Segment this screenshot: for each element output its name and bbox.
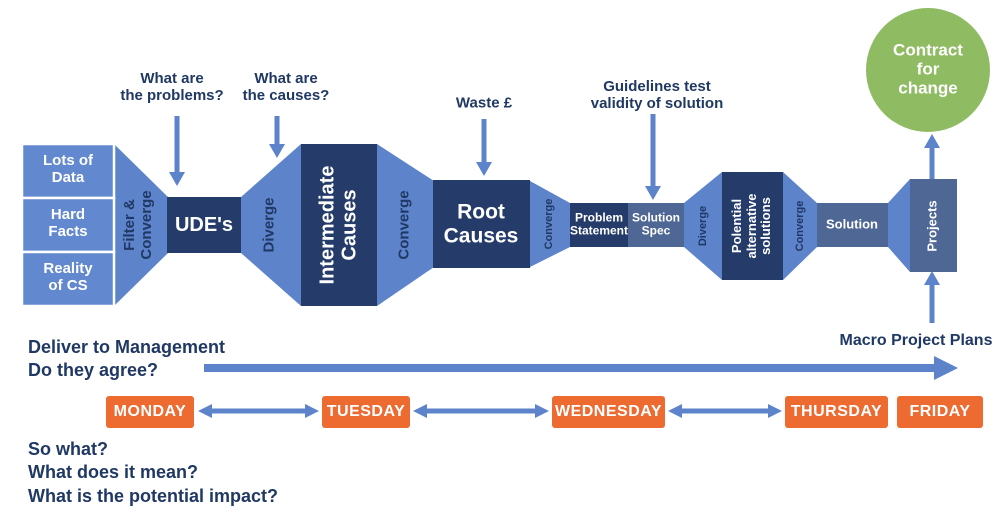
converge2-label: Converge <box>542 198 555 250</box>
note-deliver-to-management: Deliver to Management Do they agree? <box>28 337 226 381</box>
diverge1-label: Diverge <box>260 197 278 253</box>
input-label-reality-of-cs: Reality of CS <box>43 260 93 294</box>
day-box-tuesday: TUESDAY <box>322 396 410 428</box>
diverge-funnel-3 <box>888 179 910 272</box>
arrow-wednesday-thursday <box>668 404 782 418</box>
solution-label: Solution <box>826 216 878 232</box>
projects-label: Projects <box>924 200 940 252</box>
intermediate-causes-label: Intermediate Causes <box>316 165 361 285</box>
arrow-down-causes <box>269 116 285 158</box>
solution-box <box>817 203 888 247</box>
arrow-tuesday-wednesday <box>413 404 549 418</box>
annotation-waste: Waste £ <box>455 94 513 112</box>
day-box-monday: MONDAY <box>106 396 194 428</box>
input-box-reality-of-cs <box>20 250 116 308</box>
input-box-lots-of-data <box>20 142 116 200</box>
arrow-monday-tuesday <box>198 404 319 418</box>
converge-funnel-1 <box>377 144 434 306</box>
root-causes-box <box>433 180 530 268</box>
potential-alternatives-label: Polential alternative solutions <box>729 193 774 259</box>
note-so-what: So what? What does it mean? What is the … <box>28 439 279 506</box>
converge3-label: Converge <box>793 200 806 252</box>
root-causes-label: Root Causes <box>443 200 519 247</box>
problem-statement-box <box>570 203 628 247</box>
annotation-guidelines: Guidelines test validity of solution <box>590 78 724 112</box>
solution-spec-box <box>628 203 684 247</box>
diverge-funnel-2 <box>684 172 722 280</box>
solution-spec-label: Solution Spec <box>632 210 680 238</box>
arrow-up-projects-to-contract <box>924 134 940 179</box>
converge-funnel-2 <box>530 181 570 267</box>
filter-converge-label: Filter & Converge <box>121 190 155 260</box>
arrow-down-problems <box>169 116 185 186</box>
contract-for-change-label: Contract for change <box>893 40 963 98</box>
input-label-hard-facts: Hard Facts <box>48 206 88 240</box>
arrow-down-waste <box>476 119 492 176</box>
udes-box <box>167 197 241 253</box>
arrow-down-guidelines <box>645 114 661 200</box>
annotation-problems: What are the problems? <box>120 70 224 104</box>
annotation-causes: What are the causes? <box>242 70 330 104</box>
converge1-label: Converge <box>395 190 413 260</box>
contract-for-change-circle <box>866 8 990 132</box>
projects-box <box>910 179 957 272</box>
day-box-wednesday: WEDNESDAY <box>552 396 665 428</box>
day-box-thursday: THURSDAY <box>785 396 888 428</box>
arrow-up-macro-to-projects <box>924 271 940 323</box>
converge-funnel-3 <box>783 172 817 280</box>
day-box-friday: FRIDAY <box>897 396 983 428</box>
intermediate-causes-box <box>301 144 377 306</box>
diverge-funnel-1 <box>241 144 301 306</box>
filter-converge-funnel <box>114 144 168 306</box>
diverge2-label: Diverge <box>696 205 709 247</box>
input-label-lots-of-data: Lots of Data <box>43 152 93 186</box>
potential-alternatives-box <box>722 172 783 280</box>
annotation-macro-project-plans: Macro Project Plans <box>839 332 993 350</box>
problem-statement-label: Problem Statement <box>569 210 629 238</box>
udes-label: UDE's <box>174 213 234 236</box>
arrow-deliver-timeline <box>204 356 958 380</box>
